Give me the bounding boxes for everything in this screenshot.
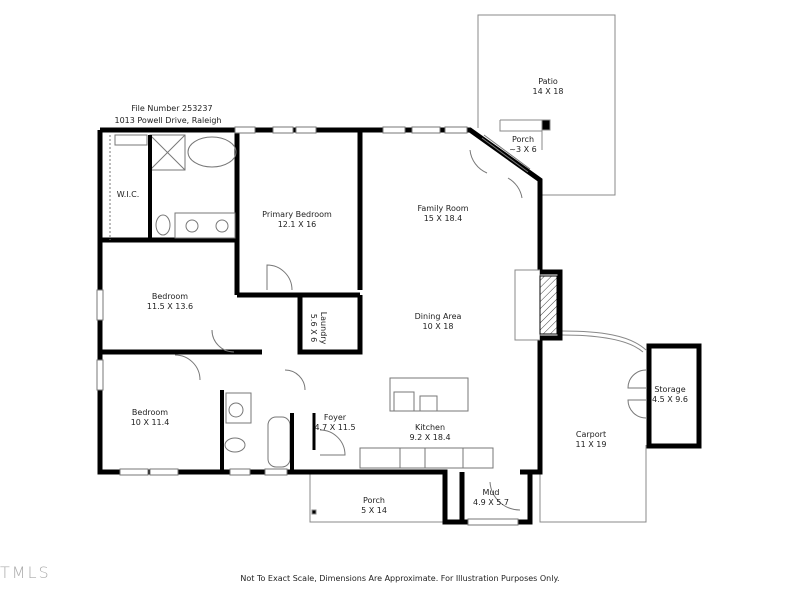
room-name: Bedroom (131, 408, 169, 417)
room-name: Porch (362, 496, 385, 505)
room-name: Carport (575, 430, 607, 439)
room-foyer: Foyer 4.7 X 11.5 (314, 413, 355, 433)
angled-door (469, 134, 531, 199)
room-kitchen: Kitchen 9.2 X 18.4 (409, 423, 450, 443)
room-name: W.I.C. (116, 190, 140, 199)
back-porch (499, 119, 551, 150)
room-name: Storage (654, 385, 686, 394)
room-storage: Storage 4.5 X 9.6 (652, 385, 688, 405)
room-name: Patio (538, 77, 558, 86)
property-address: 1013 Powell Drive, Raleigh (114, 116, 222, 125)
room-dims: 11.5 X 13.6 (146, 302, 194, 311)
room-front-porch: Porch 5 X 14 (361, 496, 387, 516)
room-dims: 10 X 11.4 (130, 418, 170, 427)
room-wic: W.I.C. (117, 190, 140, 200)
room-bedroom-3: Bedroom 10 X 11.4 (131, 408, 170, 428)
room-dims: 5.6 X 6 (309, 313, 318, 343)
room-name: Mud (482, 488, 500, 497)
room-carport: Carport 11 X 19 (576, 430, 607, 450)
room-name: Family Room (417, 204, 469, 213)
front-porch-outline (309, 470, 445, 523)
fireplace (514, 269, 563, 341)
room-dims: 15 X 18.4 (423, 214, 463, 223)
room-patio: Patio 14 X 18 (533, 77, 564, 97)
room-laundry: Laundry 5.6 X 6 (308, 312, 328, 345)
file-number: File Number 253237 (131, 104, 213, 113)
room-name: Kitchen (414, 423, 446, 432)
room-dims: 14 X 18 (532, 87, 564, 96)
door-swings (174, 264, 521, 511)
hall-bath-fixtures (220, 390, 316, 470)
patio-outline (477, 14, 616, 196)
room-dims: 4.7 X 11.5 (314, 423, 356, 432)
room-name: Dining Area (414, 312, 462, 321)
room-dims: 12.1 X 16 (277, 220, 317, 229)
room-mud: Mud 4.9 X 5.7 (473, 488, 509, 508)
room-dims: 4.9 X 5.7 (472, 498, 510, 507)
room-name: Laundry (319, 311, 328, 345)
room-dims: 4.5 X 9.6 (651, 395, 689, 404)
room-dims: 11 X 19 (575, 440, 607, 449)
room-bedroom-2: Bedroom 11.5 X 13.6 (147, 292, 193, 312)
room-dims: ~3 X 6 (509, 145, 537, 154)
room-family-room: Family Room 15 X 18.4 (417, 204, 468, 224)
windows (96, 126, 519, 526)
room-dims: 10 X 18 (422, 322, 454, 331)
storage-shed (627, 343, 702, 449)
carport-outline (539, 330, 647, 523)
disclaimer: Not To Exact Scale, Dimensions Are Appro… (240, 574, 560, 583)
room-dims: 9.2 X 18.4 (409, 433, 451, 442)
room-name: Foyer (323, 413, 347, 422)
room-name: Porch (511, 135, 535, 144)
room-primary-bedroom: Primary Bedroom 12.1 X 16 (262, 210, 332, 230)
room-dining-area: Dining Area 10 X 18 (415, 312, 462, 332)
primary-bath-fixtures (109, 134, 237, 240)
room-dims: 5 X 14 (361, 506, 387, 515)
mls-logo: TMLS (0, 563, 51, 582)
room-name: Bedroom (151, 292, 189, 301)
room-name: Primary Bedroom (262, 210, 332, 219)
room-back-porch: Porch ~3 X 6 (509, 135, 536, 155)
kitchen-fixtures (359, 377, 494, 469)
